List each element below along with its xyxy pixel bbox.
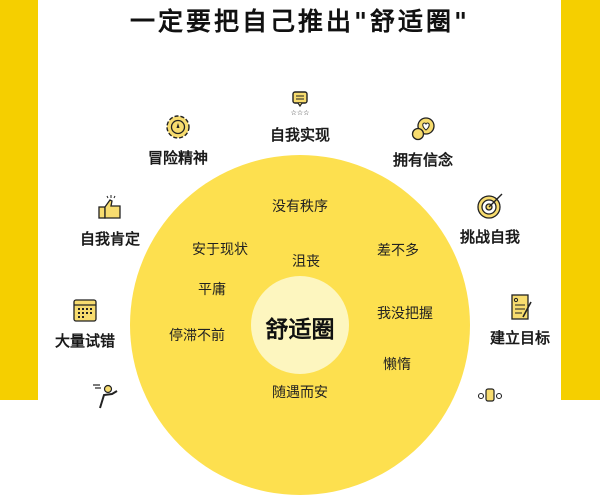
node-label: 自我肯定 [79, 230, 141, 248]
target-arrow-icon [475, 192, 505, 220]
node-challenge-self: 挑战自我 [460, 192, 520, 247]
word-not-sure: 我没把握 [377, 306, 433, 322]
node-label: 冒险精神 [147, 149, 209, 167]
node-have-belief: 拥有信念 [393, 115, 453, 170]
node-self-affirmation: 自我肯定 [80, 194, 140, 249]
comfort-zone-label: 舒适圈 [265, 317, 335, 343]
comfort-zone-circle [251, 276, 349, 374]
node-set-goals: 建立目标 [490, 293, 550, 348]
right-yellow-border [561, 0, 600, 400]
node-label: 大量试错 [54, 332, 116, 350]
node-label: 建立目标 [489, 329, 551, 347]
left-yellow-border [0, 0, 38, 400]
running-person-icon [90, 382, 120, 410]
node-label: 挑战自我 [459, 228, 521, 246]
calendar-icon [70, 296, 100, 324]
node-label: 拥有信念 [392, 151, 454, 169]
thumbs-up-icon [95, 194, 125, 222]
word-mediocre: 平庸 [198, 282, 226, 298]
document-pen-icon [505, 293, 535, 321]
word-content-status-quo: 安于现状 [192, 242, 248, 258]
node-trial-and-error: 大量试错 [55, 296, 115, 351]
word-lazy: 懒惰 [383, 357, 411, 373]
team-icon [475, 384, 505, 412]
heart-chat-icon [408, 115, 438, 143]
node-partial-running [90, 382, 120, 414]
word-no-order: 没有秩序 [272, 199, 328, 215]
word-stagnant: 停滞不前 [169, 328, 225, 344]
word-good-enough: 差不多 [377, 243, 419, 259]
word-go-with-flow: 随遇而安 [272, 385, 328, 401]
gear-icon [163, 113, 193, 141]
node-self-realization: ☆☆☆ 自我实现 [270, 90, 330, 145]
page-title: 一定要把自己推出"舒适圈" [129, 7, 471, 36]
word-depressed: 沮丧 [292, 254, 320, 270]
node-label: 自我实现 [269, 126, 331, 144]
svg-text:☆☆☆: ☆☆☆ [291, 109, 310, 117]
review-stars-icon: ☆☆☆ [285, 90, 315, 118]
node-partial-team [475, 384, 505, 416]
node-adventure-spirit: 冒险精神 [148, 113, 208, 168]
